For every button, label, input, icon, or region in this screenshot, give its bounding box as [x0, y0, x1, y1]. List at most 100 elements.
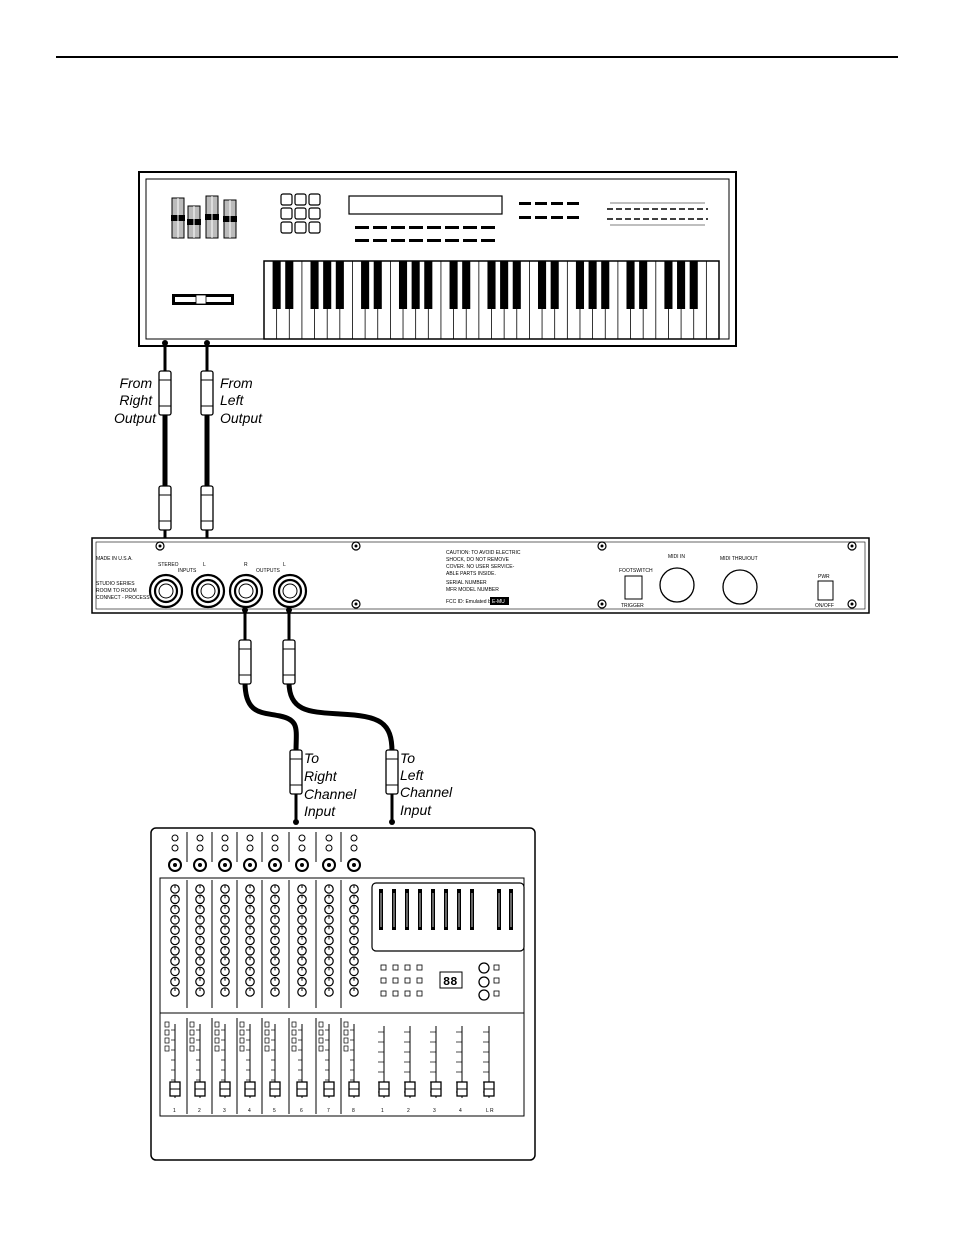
synth-dash-button	[391, 226, 405, 229]
channel-number: 8	[352, 1108, 355, 1114]
mixer-knob	[170, 966, 180, 977]
synth-dash-button	[519, 202, 531, 205]
cable-from-left-output	[200, 340, 214, 559]
master-button	[416, 964, 423, 971]
mixer-knob	[349, 987, 359, 997]
black-key	[588, 261, 597, 309]
rack-footswitch-label: FOOTSWITCH	[619, 568, 653, 574]
mixer-button	[164, 1029, 170, 1036]
channel-number: 4	[248, 1108, 251, 1114]
mixer-display: 88	[439, 971, 463, 989]
rack-midi-in-label: MIDI IN	[668, 554, 685, 560]
mixer-knob	[270, 915, 280, 925]
synth-dash-button	[445, 239, 459, 242]
rack-inputs-label: INPUTS	[178, 568, 197, 574]
mixer-knob	[324, 904, 334, 915]
synth-button	[308, 193, 321, 206]
rack-output-r-label: R	[244, 562, 248, 568]
mixer-knob	[245, 966, 255, 977]
mixer-button	[214, 1021, 220, 1028]
synth-dash-button	[535, 216, 547, 219]
mixer-knob	[297, 925, 307, 935]
power-switch[interactable]	[817, 580, 834, 601]
master-button	[416, 977, 423, 984]
rack-jacks	[148, 573, 308, 609]
mixer-led	[246, 844, 254, 852]
rack-stereo-label: STEREO	[158, 562, 179, 568]
mixer-knob	[324, 976, 334, 987]
midi-thru-port[interactable]	[722, 569, 758, 605]
rack-model-line: ROOM TO ROOM	[96, 588, 137, 594]
mixer-knob	[324, 945, 334, 956]
rack-emu-line: FCC ID: Emulated by	[446, 599, 494, 605]
mixer-led	[350, 834, 358, 842]
keyboard-synthesizer	[138, 171, 737, 347]
mixer-button	[318, 1045, 324, 1052]
mixer-button	[189, 1029, 195, 1036]
black-key	[550, 261, 559, 309]
master-button	[380, 964, 387, 971]
label-line: From	[220, 375, 253, 391]
cable-from-right-output	[158, 340, 172, 559]
mixer-button	[343, 1045, 349, 1052]
mixer-button	[291, 1037, 297, 1044]
cable-to-right-channel	[238, 607, 303, 825]
footswitch-jack[interactable]	[624, 575, 643, 600]
mixer-knob	[220, 976, 230, 987]
synth-dash-button	[567, 216, 579, 219]
rack-power-label: PWR	[818, 574, 830, 580]
mixer-button	[239, 1029, 245, 1036]
cable-cord	[286, 681, 395, 753]
synth-dash-button	[481, 226, 495, 229]
mixer-knob	[349, 966, 359, 977]
channel-number: 6	[300, 1108, 303, 1114]
synth-dash-button	[551, 202, 563, 205]
mixer-knob	[195, 884, 205, 894]
mixer-knob	[297, 915, 307, 925]
mixer-knob	[297, 976, 307, 987]
mixer-knob	[170, 976, 180, 987]
mixer-button	[164, 1045, 170, 1052]
mixer-led	[246, 834, 254, 842]
label-line: Right	[119, 392, 153, 408]
mixer-button	[264, 1029, 270, 1036]
label-line: To	[304, 750, 319, 766]
rack-serial-text: SERIAL NUMBER MFR MODEL NUMBER	[446, 580, 499, 593]
label-to-left-channel: To Left Channel Input	[400, 750, 456, 818]
master-number: 2	[407, 1108, 410, 1114]
synth-dash-button	[463, 226, 477, 229]
mixer-button	[291, 1021, 297, 1028]
master-number: 3	[433, 1108, 436, 1114]
master-button	[392, 977, 399, 984]
synth-dash-button	[551, 216, 563, 219]
label-from-right-output: From Right Output	[114, 375, 157, 426]
mixer-knob	[324, 935, 334, 946]
rack-footswitch-sub: TRIGGER	[621, 603, 644, 609]
mixer-knob	[195, 945, 205, 956]
master-button	[493, 990, 500, 997]
black-key	[575, 261, 585, 309]
label-line: Left	[220, 392, 244, 408]
synth-button	[308, 221, 321, 234]
mixer-knob	[349, 925, 359, 935]
mixer-display-value: 88	[443, 975, 457, 989]
mixer-knob	[270, 904, 280, 915]
channel-number: 1	[173, 1108, 176, 1114]
black-key	[373, 261, 382, 309]
midi-in-port[interactable]	[659, 567, 695, 603]
black-key	[538, 261, 547, 309]
master-button	[380, 990, 387, 997]
black-key	[323, 261, 332, 309]
label-line: From	[119, 375, 152, 391]
synth-button	[308, 207, 321, 220]
mixer-knob	[245, 935, 255, 946]
black-key	[639, 261, 648, 309]
synth-dash-button	[355, 239, 369, 242]
mixer-knob	[324, 956, 334, 966]
synth-button	[280, 221, 293, 234]
mixer-knob	[195, 956, 205, 966]
plug-body	[158, 370, 172, 416]
mixer-knob	[170, 904, 180, 915]
